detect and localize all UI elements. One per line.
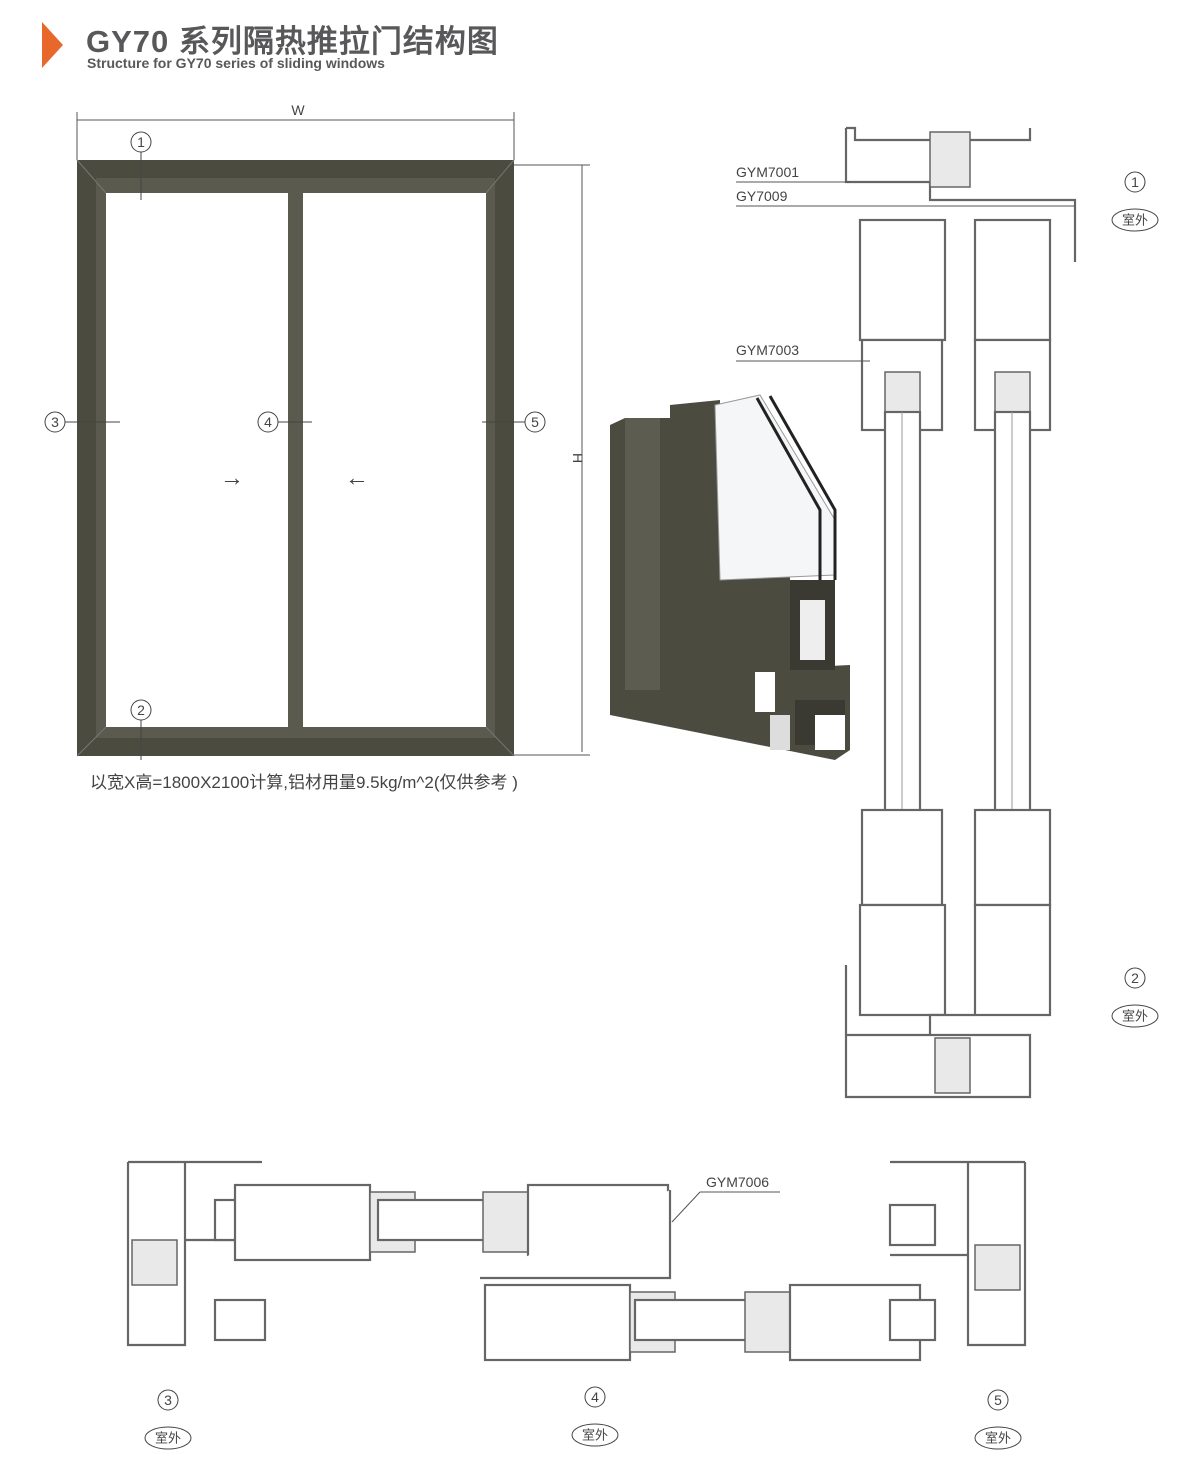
svg-text:4: 4 (591, 1389, 599, 1405)
svg-text:1: 1 (1131, 174, 1139, 190)
corner-profile-3d (610, 394, 850, 760)
marker-1: 1 (130, 131, 152, 153)
outdoor-tag-top: 室外 (1111, 208, 1159, 232)
label-gy7009: GY7009 (736, 188, 788, 204)
right-sash-glass (303, 193, 486, 727)
svg-text:2: 2 (137, 702, 145, 718)
svg-text:室外: 室外 (582, 1428, 608, 1443)
marker-3: 3 (44, 411, 66, 433)
marker-5: 5 (524, 411, 546, 433)
horizontal-section: GYM7006 3 室外 4 室外 5 室外 (126, 1160, 1027, 1450)
width-dimension-label: W (291, 102, 305, 118)
svg-text:5: 5 (994, 1392, 1002, 1408)
outdoor-tag-left: 室外 (144, 1426, 192, 1450)
marker-1-section: 1 (1124, 171, 1146, 193)
outdoor-tag-middle: 室外 (571, 1423, 619, 1447)
label-gym7003: GYM7003 (736, 342, 799, 358)
svg-text:4: 4 (264, 414, 272, 430)
accent-triangle-icon (42, 22, 63, 68)
svg-text:3: 3 (164, 1392, 172, 1408)
page-title: GY70 系列隔热推拉门结构图 (86, 24, 499, 59)
marker-2-section: 2 (1124, 967, 1146, 989)
marker-3-section: 3 (157, 1389, 179, 1411)
marker-5-section: 5 (987, 1389, 1009, 1411)
material-usage-caption: 以宽X高=1800X2100计算,铝材用量9.5kg/m^2(仅供参考 ) (90, 773, 518, 792)
label-gym7006: GYM7006 (706, 1174, 769, 1190)
page-subtitle: Structure for GY70 series of sliding win… (87, 55, 385, 71)
height-dimension-label: H (570, 453, 586, 463)
svg-text:5: 5 (531, 414, 539, 430)
outdoor-tag-bottom: 室外 (1111, 1004, 1159, 1028)
svg-text:室外: 室外 (985, 1431, 1011, 1446)
svg-text:1: 1 (137, 134, 145, 150)
svg-text:室外: 室外 (1122, 213, 1148, 228)
svg-text:2: 2 (1131, 970, 1139, 986)
slide-left-arrow-icon: ← (345, 465, 369, 492)
outdoor-tag-right: 室外 (974, 1426, 1022, 1450)
marker-4-section: 4 (584, 1386, 606, 1408)
label-gym7001: GYM7001 (736, 164, 799, 180)
svg-text:室外: 室外 (1122, 1009, 1148, 1024)
vertical-section: GYM7001 GY7009 GYM7003 1 室外 2 室外 (736, 126, 1159, 1099)
marker-2: 2 (130, 699, 152, 721)
window-elevation: W H → ← 1 2 3 4 5 (44, 102, 590, 760)
marker-4: 4 (257, 411, 279, 433)
left-sash-glass (106, 193, 288, 727)
svg-text:室外: 室外 (155, 1431, 181, 1446)
svg-text:3: 3 (51, 414, 59, 430)
slide-right-arrow-icon: → (220, 465, 244, 492)
